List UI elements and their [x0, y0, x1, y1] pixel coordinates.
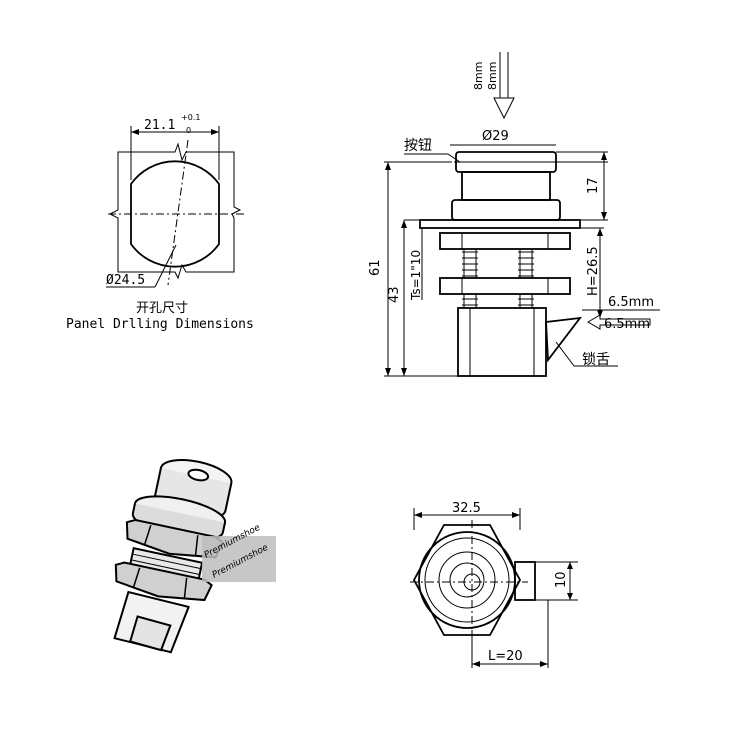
thread-spec: Ts=1"10: [409, 250, 423, 301]
product-illustration: Premiumshoe Premiumshoe: [113, 458, 276, 654]
side-elevation-view: 8mm 8mm 按钮 Ø29: [368, 52, 660, 377]
latch-label: 锁舌: [582, 352, 610, 368]
bottom-view: 32.5 10 L=20: [410, 501, 578, 668]
latch-length-dim: L=20: [488, 649, 523, 664]
key-cylinder-icon: [187, 468, 210, 482]
hole-width-tol-upper: +0.1: [181, 113, 200, 122]
hole-label-en: Panel Drlling Dimensions: [66, 317, 254, 332]
push-stroke-1: 8mm: [472, 62, 485, 90]
latch-travel-2: 6.5mm: [604, 317, 650, 332]
latch-travel-1: 6.5mm: [608, 295, 654, 310]
thread-right: [518, 248, 534, 279]
hole-diameter-dim: Ø24.5: [106, 273, 145, 288]
nut-width-dim: 32.5: [452, 501, 481, 516]
hole-label-cn: 开孔尺寸: [136, 301, 188, 316]
head-diameter-dim: Ø29: [482, 129, 509, 144]
button-label: 按钮: [404, 138, 432, 154]
push-stroke-2: 8mm: [486, 62, 499, 90]
thread-left: [462, 248, 478, 279]
overall-length-dim: 61: [368, 259, 383, 276]
head-height-dim: 17: [586, 177, 601, 194]
latch-width-dim: 10: [554, 571, 569, 588]
hole-width-tol-lower: 0: [186, 126, 191, 135]
panel-hole-view: 21.1 +0.1 0 Ø24.5 开孔尺寸 Panel Drlling Dim…: [66, 113, 254, 332]
h-range-dim: H=26.5: [586, 246, 601, 296]
hole-width-dim: 21.1: [144, 118, 175, 133]
body-length-dim: 43: [387, 286, 402, 303]
